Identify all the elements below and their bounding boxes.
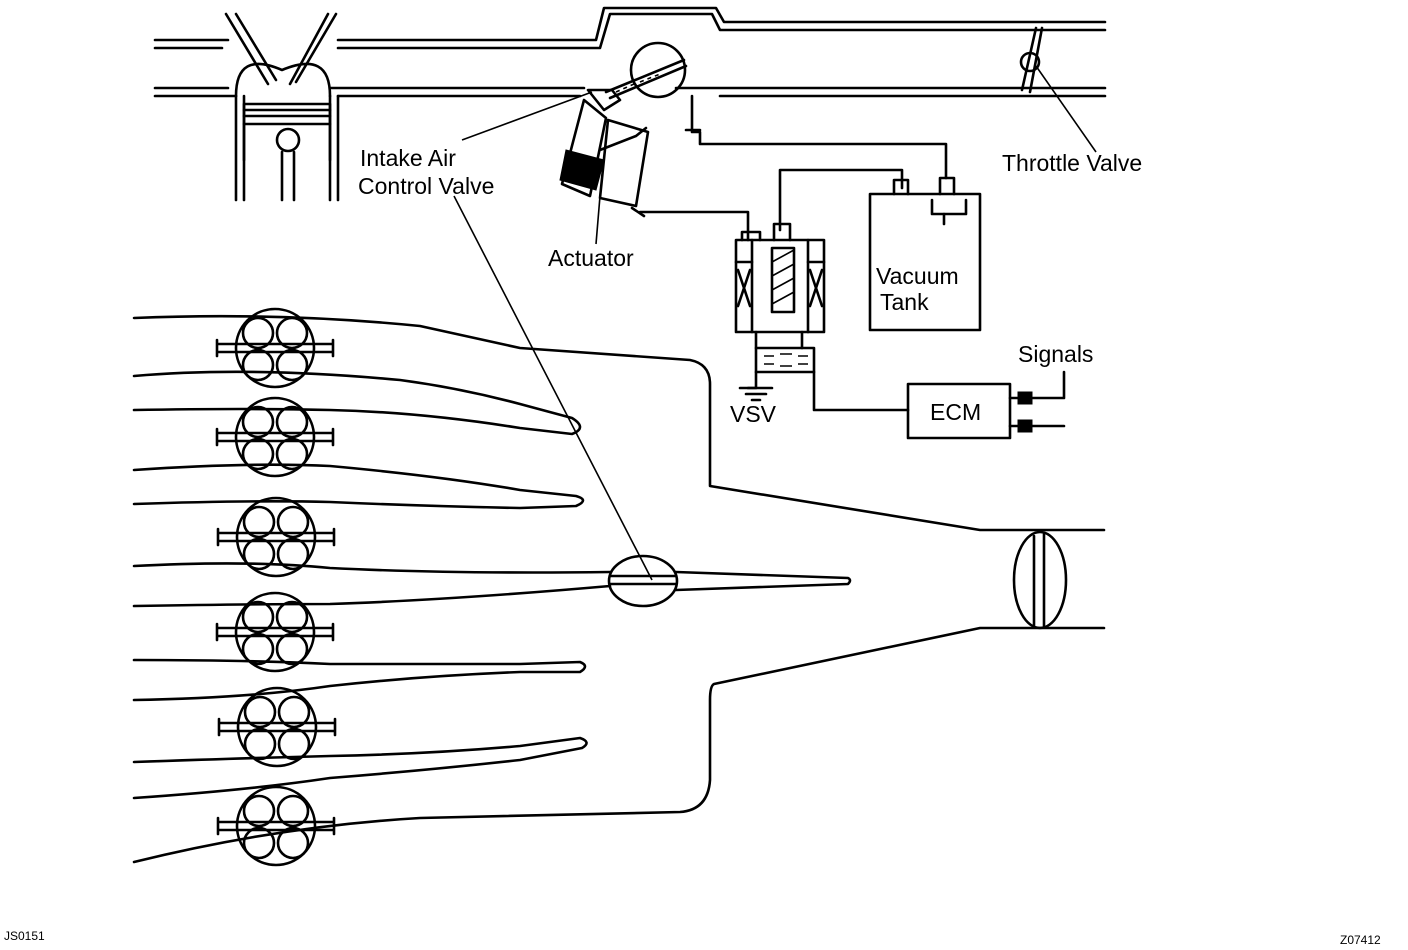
figure-code-left: JS0151 [4,929,45,943]
vacuum-tank-label-2: Tank [880,289,929,315]
vacuum-line-manifold [690,94,948,180]
throttle-valve [1019,26,1044,94]
signal-connectors [1008,370,1066,433]
figure-code-right: Z07412 [1340,933,1381,947]
intake-air-control-valve-label-2: Control Valve [358,173,494,199]
vacuum-line-vsv-tank [778,168,904,232]
leader-intake-valve-top [461,91,593,141]
signals-label: Signals [1018,341,1093,367]
wire-vsv-ecm [812,370,910,412]
intake-air-control-valve-label-1: Intake Air [360,145,456,171]
cylinder-port-5 [217,686,337,768]
cylinder-port-2 [215,396,335,478]
intake-air-control-valve-top [604,41,688,100]
actuator [559,88,650,218]
vsv-valve [734,222,826,402]
throttle-valve-label: Throttle Valve [1002,150,1142,176]
cylinder-ports [215,307,337,867]
vacuum-line-actuator [638,210,750,242]
ecm-label: ECM [930,399,981,425]
intake-passage-top [153,6,1107,98]
vacuum-tank-label-1: Vacuum [876,263,959,289]
cylinder-port-4 [215,591,335,673]
throttle-body-bottom [1012,530,1068,630]
leader-actuator [595,195,601,245]
cylinder-port-1 [215,307,335,389]
cylinder-port-6 [216,785,336,867]
ecm-box [906,382,1012,440]
vacuum-tank [868,176,982,332]
vsv-label: VSV [730,401,777,427]
intake-air-control-valve-bottom [607,554,679,608]
actuator-label: Actuator [548,245,634,271]
leader-intake-valve-bottom [453,195,653,581]
engine-cylinder [224,12,340,202]
leader-throttle [1035,65,1097,153]
intake-manifold-runners [132,314,1106,864]
cylinder-port-3 [216,496,336,578]
